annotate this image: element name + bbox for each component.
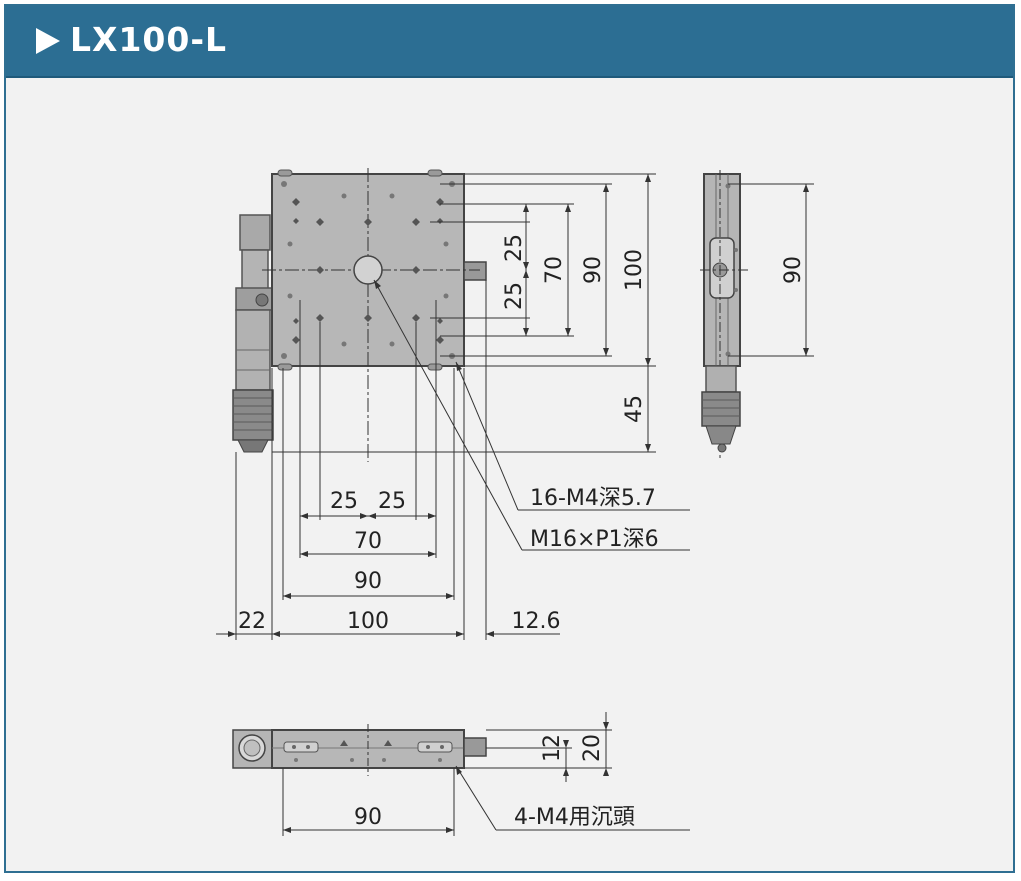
side-view-arrowheads <box>803 184 809 356</box>
top-view-labels: 25 25 70 90 100 22 12.6 25 25 70 90 100 … <box>238 234 659 634</box>
top-view-dimensions <box>216 173 690 640</box>
dim-22: 22 <box>238 609 266 634</box>
dim-45: 45 <box>622 395 647 423</box>
front-view-labels: 90 12 20 4-M4用沉頭 <box>354 734 635 830</box>
callout-4-m4: 4-M4用沉頭 <box>514 805 635 830</box>
front-dim-20: 20 <box>580 734 605 762</box>
dim-70-vertical: 70 <box>542 256 567 284</box>
front-view <box>232 724 487 776</box>
dim-100: 100 <box>347 609 389 634</box>
play-triangle-icon <box>36 28 60 54</box>
dim-25-upper: 25 <box>502 234 527 262</box>
side-view <box>700 170 750 458</box>
dim-25-left: 25 <box>330 489 358 514</box>
dim-90-vertical: 90 <box>581 256 606 284</box>
dim-70: 70 <box>354 529 382 554</box>
callout-16-m4: 16-M4深5.7 <box>530 486 656 511</box>
side-view-dimensions <box>728 183 814 357</box>
dim-90: 90 <box>354 569 382 594</box>
front-dim-12: 12 <box>540 734 565 762</box>
page-title: LX100-L <box>70 20 228 59</box>
side-dim-90: 90 <box>781 256 806 284</box>
dim-25-right: 25 <box>378 489 406 514</box>
dim-100-vertical: 100 <box>622 249 647 291</box>
title-bar: LX100-L <box>6 6 1013 78</box>
top-view <box>232 168 487 462</box>
top-view-arrowheads <box>228 174 651 637</box>
front-dim-90: 90 <box>354 805 382 830</box>
callout-m16: M16×P1深6 <box>530 527 659 552</box>
drawing-panel: LX100-L <box>4 4 1015 873</box>
front-view-dimensions <box>282 712 690 836</box>
front-view-arrowheads <box>283 722 609 833</box>
dim-12-6: 12.6 <box>512 609 561 634</box>
dim-25-lower: 25 <box>502 282 527 310</box>
